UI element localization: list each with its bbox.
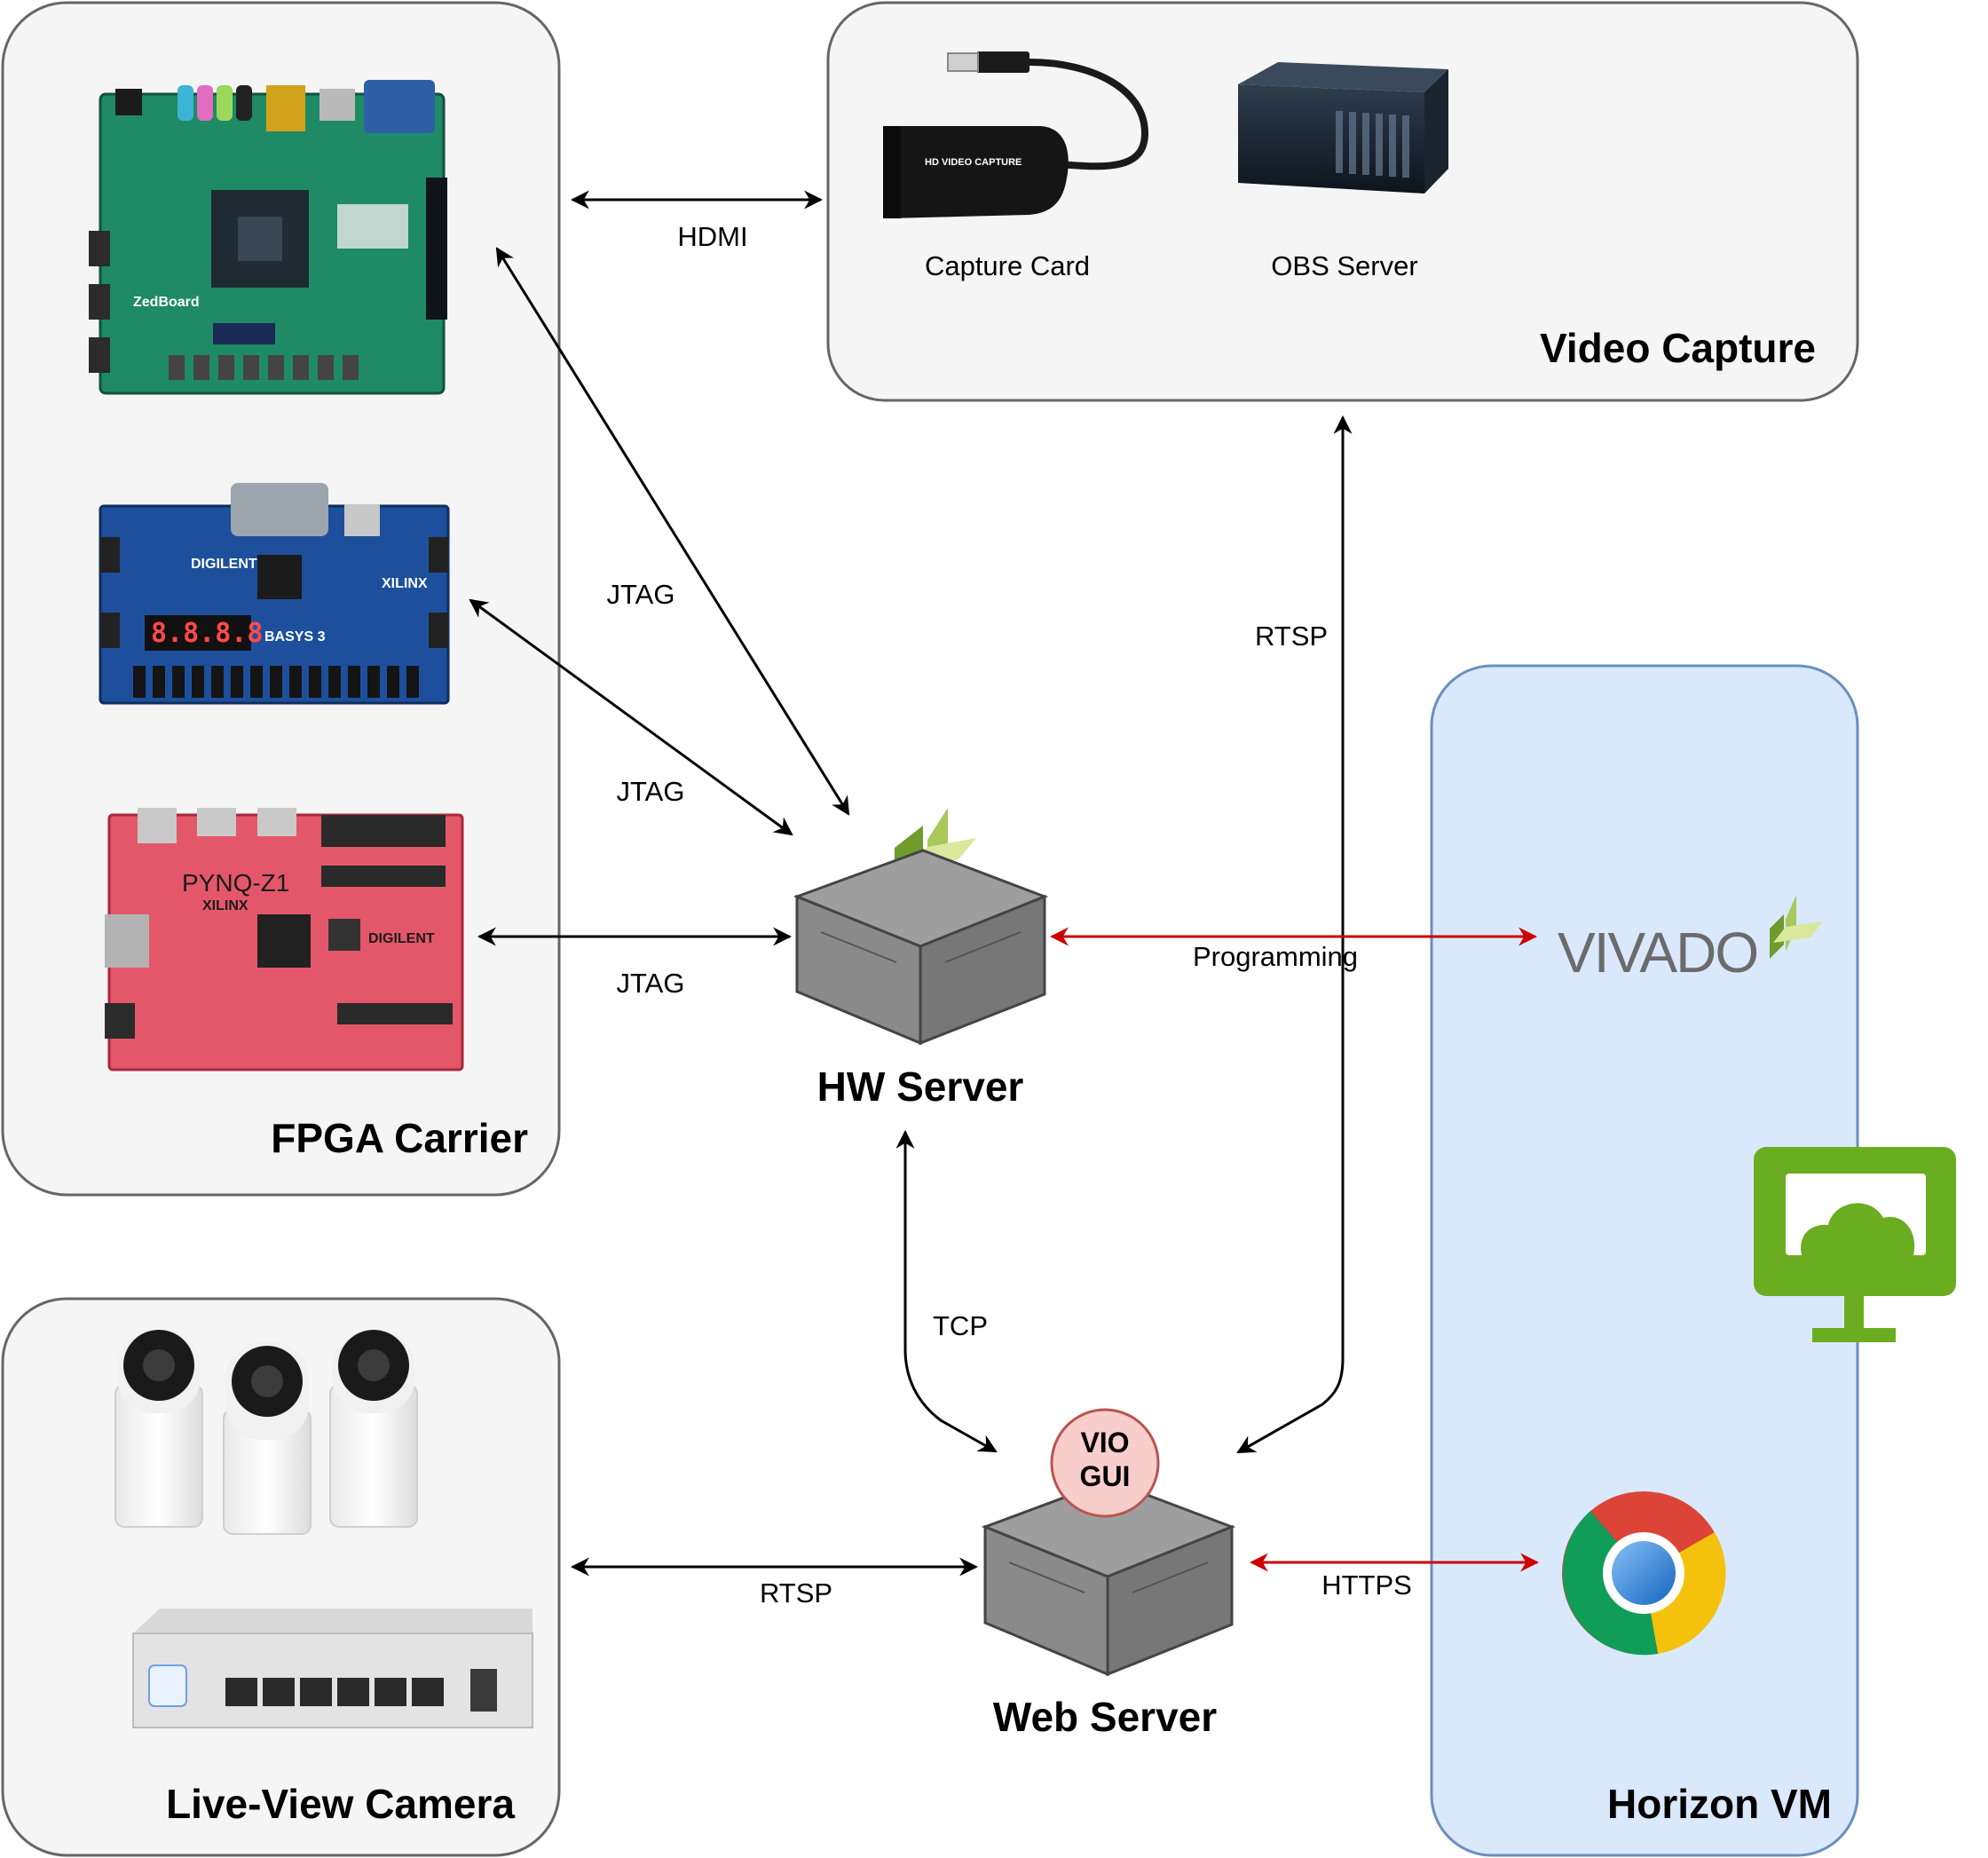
vmware-horizon-icon bbox=[1754, 1147, 1956, 1342]
basys3-silkscreen: BASYS 3 bbox=[264, 629, 326, 644]
edge-jtag-pynq: JTAG bbox=[477, 927, 793, 999]
basys3-xilinx-silkscreen: XILINX bbox=[382, 576, 428, 591]
pynq-silkscreen: PYNQ-Z1 bbox=[182, 869, 289, 897]
edge-rtsp-camera: RTSP bbox=[570, 1557, 979, 1609]
vio-gui-line1: VIO bbox=[1080, 1427, 1129, 1459]
obs-server-image bbox=[1238, 62, 1448, 194]
video-capture-title: Video Capture bbox=[1540, 325, 1816, 371]
web-server-icon bbox=[981, 1479, 1236, 1677]
edge-jtag-1-label: JTAG bbox=[607, 579, 675, 610]
edge-hdmi-label: HDMI bbox=[677, 221, 747, 252]
pynq-z1-image: PYNQ-Z1 XILINX DIGILENT bbox=[105, 808, 464, 1071]
edge-jtag-3-label: JTAG bbox=[617, 968, 685, 999]
zedboard-image: ZedBoard bbox=[89, 80, 447, 395]
pynq-xilinx-silkscreen: XILINX bbox=[202, 898, 248, 913]
hw-server-title: HW Server bbox=[817, 1063, 1024, 1110]
edge-tcp: TCP bbox=[895, 1129, 998, 1453]
vivado-leaf-icon bbox=[1770, 895, 1823, 959]
obs-server-label: OBS Server bbox=[1271, 250, 1417, 281]
video-capture-group: Video Capture bbox=[826, 1, 1859, 402]
capture-card-print: HD VIDEO CAPTURE bbox=[925, 157, 1022, 168]
live-view-camera-title: Live-View Camera bbox=[166, 1781, 515, 1827]
edge-rtsp-capture: RTSP bbox=[1236, 415, 1353, 1454]
hw-server-icon bbox=[793, 849, 1049, 1046]
vio-gui-line2: GUI bbox=[1080, 1460, 1131, 1492]
edge-jtag-basys3: JTAG bbox=[469, 598, 793, 836]
edge-tcp-label: TCP bbox=[933, 1310, 988, 1341]
security-cameras-image bbox=[114, 1330, 418, 1535]
edge-programming-label: Programming bbox=[1193, 941, 1358, 972]
pynq-digilent-silkscreen: DIGILENT bbox=[368, 931, 435, 946]
horizon-vm-title: Horizon VM bbox=[1607, 1781, 1832, 1827]
web-server-title: Web Server bbox=[993, 1694, 1217, 1740]
vio-gui-badge: VIO GUI bbox=[1050, 1408, 1160, 1518]
chrome-browser-icon bbox=[1562, 1491, 1726, 1656]
basys3-seven-seg: 8.8.8.8 bbox=[151, 618, 263, 649]
vivado-label: VIVADO bbox=[1558, 921, 1757, 984]
camera-3 bbox=[329, 1330, 418, 1528]
capture-card-label: Capture Card bbox=[925, 250, 1090, 281]
edge-https-label: HTTPS bbox=[1321, 1569, 1412, 1601]
edge-rtsp-camera-label: RTSP bbox=[760, 1577, 832, 1609]
camera-2 bbox=[223, 1342, 312, 1535]
camera-1 bbox=[114, 1330, 203, 1528]
edge-rtsp-capture-label: RTSP bbox=[1255, 621, 1328, 652]
capture-card-image: HD VIDEO CAPTURE bbox=[883, 51, 1149, 218]
basys3-image: 8.8.8.8 BASYS 3 XILINX DIGILENT bbox=[99, 483, 450, 705]
fpga-carrier-title: FPGA Carrier bbox=[271, 1115, 528, 1161]
edge-jtag-2-label: JTAG bbox=[617, 776, 685, 807]
edge-hdmi: HDMI bbox=[570, 190, 824, 252]
zedboard-silkscreen: ZedBoard bbox=[133, 295, 200, 310]
edge-programming: Programming bbox=[1049, 927, 1538, 972]
vivado-logo: VIVADO bbox=[1558, 895, 1823, 984]
edge-https: HTTPS bbox=[1249, 1553, 1540, 1601]
basys3-digilent-silkscreen: DIGILENT bbox=[191, 557, 257, 572]
network-switch-image bbox=[132, 1609, 533, 1728]
